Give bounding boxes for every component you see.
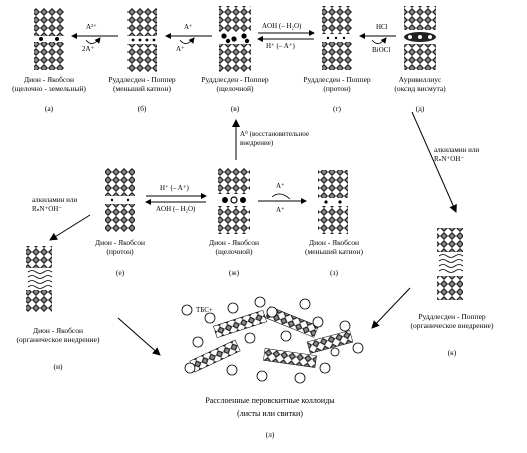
label-a-sub: (щелочно - земельный) (12, 84, 86, 93)
tag-zh: (ж) (228, 268, 240, 277)
label-g: Руддлесден - Поппер (протон) (303, 75, 370, 93)
tag-i: (и) (53, 362, 63, 371)
colloid-cluster (181, 296, 364, 384)
rx-bv-bot: A⁺ (176, 45, 185, 53)
rx-ab-top: A²⁺ (86, 23, 97, 31)
label-e-sub: (протон) (106, 247, 134, 256)
label-g-sub: (протон) (323, 84, 351, 93)
rx-alk-right-2: RₙN⁺OH⁻ (434, 155, 465, 163)
structure-a (34, 8, 64, 70)
tag-z: (з) (330, 268, 338, 277)
label-b-sub: (меньший катион) (113, 84, 171, 93)
arrow-v-to-b (165, 33, 212, 44)
arrow-d-to-g (359, 33, 396, 44)
structure-z (318, 170, 348, 234)
structure-d (404, 6, 436, 70)
label-k: Руддлесден - Поппер (органическое внедре… (411, 312, 494, 330)
rx-zhz-top: A⁺ (276, 182, 285, 190)
label-v-sub: (щелочной) (216, 84, 254, 93)
rx-gd-bot: BiOCl (372, 46, 391, 54)
label-z-name: Дион - Якобсон (308, 238, 360, 247)
rx-zhz-bot: A⁺ (276, 206, 285, 214)
label-z-sub: (меньший катион) (305, 247, 363, 256)
tag-d: (д) (415, 104, 425, 113)
arrow-e-zh-equilibrium (145, 193, 207, 205)
arrow-e-to-i (49, 214, 91, 241)
label-zh: Дион - Якобсон (щелочной) (209, 238, 259, 256)
label-e-name: Дион - Якобсон (94, 238, 146, 247)
rx-alk-right: алкиламин или RₙN⁺OH⁻ (434, 146, 479, 164)
rx-bv-top: A⁺ (184, 23, 193, 31)
rx-gd-top: HCl (376, 23, 388, 31)
structure-e (105, 168, 135, 232)
rx-alk-left-1: алкиламин или (32, 196, 78, 204)
label-v-name: Руддлесден - Поппер (201, 75, 269, 84)
tag-colloid: (л) (265, 430, 275, 439)
tag-k: (к) (447, 348, 457, 357)
structure-zh (218, 168, 250, 234)
label-i: Дион - Якобсон (органическое внедрение) (17, 326, 100, 344)
structure-k (437, 228, 464, 300)
label-d-sub: (оксид висмута) (394, 84, 446, 93)
tbs-legend-circle (181, 304, 193, 316)
tag-e: (е) (115, 268, 125, 277)
label-b: Руддлесден - Поппер (меньший катион) (108, 75, 175, 93)
arrow-i-to-colloid (117, 317, 161, 356)
colloid-caption: Расслоенные перовскитные коллоиды (листы… (205, 396, 334, 419)
label-a-name: Дион - Якобсон (23, 75, 75, 84)
label-d-name: Ауривиллиус (398, 75, 442, 84)
label-b-name: Руддлесден - Поппер (108, 75, 176, 84)
rx-vg-bot: H⁺ (– A⁺) (266, 42, 295, 50)
label-z: Дион - Якобсон (меньший катион) (305, 238, 363, 256)
label-i-sub: (органическое внедрение) (16, 335, 100, 344)
rx-vzh-line2: внедрение) (240, 139, 274, 147)
label-v: Руддлесден - Поппер (щелочной) (201, 75, 268, 93)
rx-vzh: A⁰ (восстановительное внедрение) (240, 130, 309, 148)
tag-v: (в) (230, 104, 240, 113)
colloid-line1: Расслоенные перовскитные коллоиды (205, 396, 335, 405)
rx-alk-left: алкиламин или RₙN⁺OH⁻ (32, 196, 77, 214)
label-k-name: Руддлесден - Поппер (418, 312, 486, 321)
rx-alk-left-2: RₙN⁺OH⁻ (32, 205, 63, 213)
structure-i (26, 246, 53, 312)
rx-alk-right-1: алкиламин или (434, 146, 480, 154)
arrow-zh-to-z (258, 193, 307, 204)
label-zh-sub: (щелочной) (215, 247, 253, 256)
rx-ab-bot: 2A⁺ (82, 45, 95, 53)
label-k-sub: (органическое внедрение) (410, 321, 494, 330)
arrow-k-to-colloid (371, 287, 411, 329)
tag-a: (а) (44, 104, 54, 113)
structure-g (322, 6, 352, 70)
tbs-legend-label: ТБС+ (196, 306, 213, 314)
label-a: Дион - Якобсон (щелочно - земельный) (12, 75, 86, 93)
rx-ezh-bot: AOH (– H₂O) (156, 205, 196, 213)
tag-g: (г) (332, 104, 342, 113)
label-zh-name: Дион - Якобсон (208, 238, 260, 247)
structure-b (127, 8, 157, 72)
label-e: Дион - Якобсон (протон) (95, 238, 145, 256)
colloid-line2: (листы или свитки) (237, 409, 303, 418)
rx-vg-top: AOH (– H₂O) (262, 22, 302, 30)
label-d: Ауривиллиус (оксид висмута) (394, 75, 445, 93)
arrow-v-g-equilibrium (257, 30, 315, 42)
label-g-name: Руддлесден - Поппер (303, 75, 371, 84)
rx-ezh-top: H⁺ (– A⁺) (160, 184, 189, 192)
rx-vzh-line1: A⁰ (восстановительное (240, 130, 309, 138)
arrow-b-to-a (71, 33, 118, 44)
arrow-d-to-k (411, 111, 457, 213)
structure-v (219, 6, 251, 72)
tag-b: (б) (137, 104, 147, 113)
label-i-name: Дион - Якобсон (32, 326, 84, 335)
